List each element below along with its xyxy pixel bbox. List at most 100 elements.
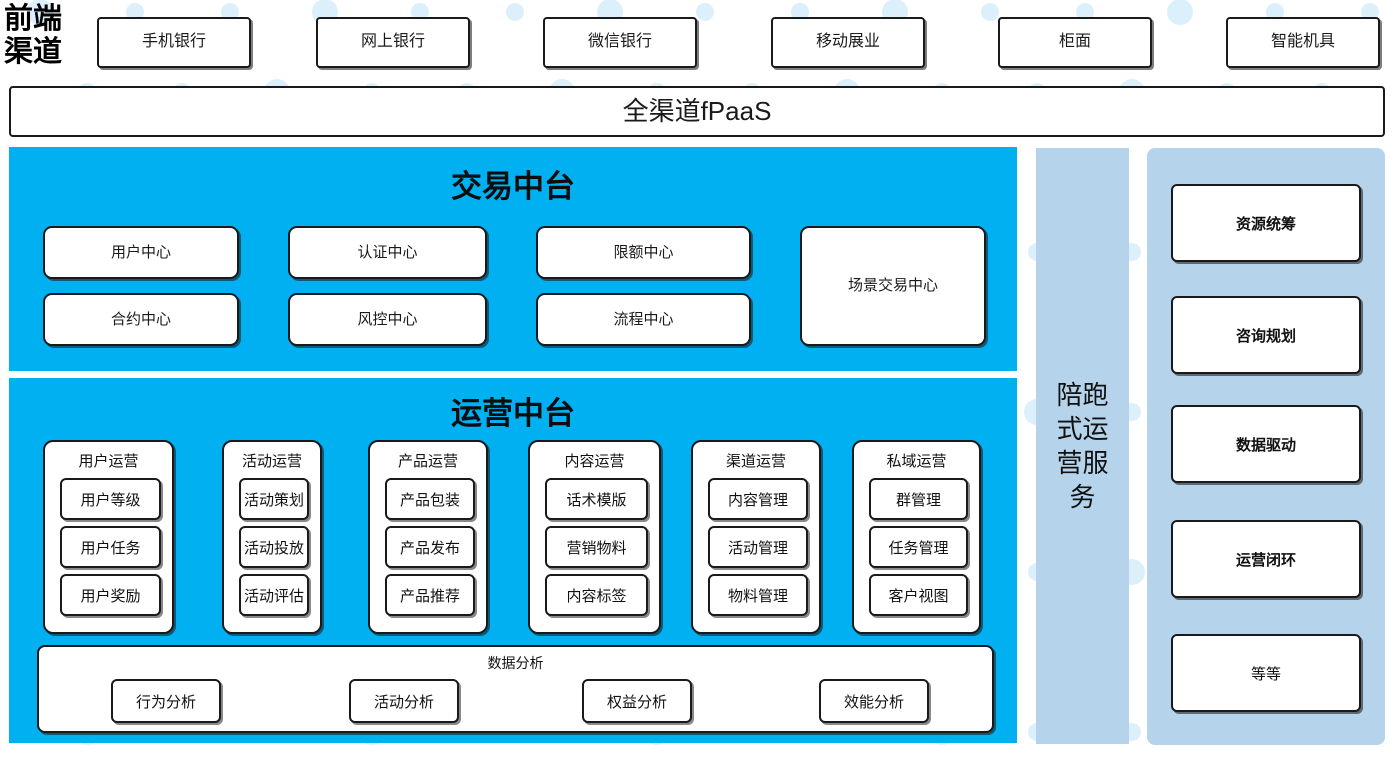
service-card-label: 数据驱动 (1235, 436, 1296, 454)
ops-group-5: 渠道运营内容管理活动管理物料管理 (691, 440, 821, 634)
ops-group-item[interactable]: 内容标签 (545, 574, 648, 616)
data-analytics-title: 数据分析 (487, 655, 544, 671)
ops-group-item-label: 群管理 (895, 491, 941, 509)
trade-center-tile-6[interactable]: 流程中心 (536, 293, 751, 346)
trade-center-tile-label: 认证中心 (357, 243, 418, 261)
accompanying-service-label: 陪跑式运营服务 (1056, 380, 1109, 512)
ops-group-item[interactable]: 用户奖励 (60, 574, 161, 616)
trade-center-tile-5[interactable]: 风控中心 (288, 293, 487, 346)
ops-group-item[interactable]: 群管理 (869, 478, 968, 520)
ops-group-2: 活动运营活动策划活动投放活动评估 (222, 440, 322, 634)
trade-center-tile-7[interactable]: 场景交易中心 (800, 226, 986, 346)
front-channel-label-line-1: 前端 (4, 3, 63, 35)
channel-chip-3[interactable]: 微信银行 (543, 17, 697, 68)
ops-group-item-label: 活动策划 (243, 491, 304, 509)
ops-group-item[interactable]: 活动投放 (239, 526, 309, 568)
channel-chip-label: 网上银行 (360, 33, 425, 51)
ops-group-item[interactable]: 物料管理 (708, 574, 808, 616)
ops-group-title: 活动运营 (241, 453, 302, 470)
ops-group-item-label: 产品推荐 (399, 587, 460, 605)
ops-group-item-label: 用户等级 (80, 491, 141, 509)
ops-group-item[interactable]: 活动策划 (239, 478, 309, 520)
service-card-label: 资源统筹 (1235, 215, 1296, 233)
channel-chip-label: 微信银行 (587, 33, 652, 51)
trade-center-tile-label: 用户中心 (110, 243, 171, 261)
data-analytics-item-label: 活动分析 (373, 693, 434, 711)
data-analytics-panel: 数据分析 行为分析 活动分析 权益分析 效能分析 (37, 645, 994, 733)
channel-chip-2[interactable]: 网上银行 (316, 17, 470, 68)
ops-group-item-label: 产品发布 (399, 539, 460, 557)
front-channel-label: 前端 渠道 (4, 3, 90, 69)
trade-center-tile-3[interactable]: 限额中心 (536, 226, 751, 279)
channel-chip-6[interactable]: 智能机具 (1226, 17, 1380, 68)
front-channel-label-line-2: 渠道 (4, 36, 63, 68)
ops-center-title: 运营中台 (451, 396, 575, 431)
service-card-label: 等等 (1250, 665, 1281, 683)
ops-group-item[interactable]: 客户视图 (869, 574, 968, 616)
ops-group-1: 用户运营用户等级用户任务用户奖励 (43, 440, 174, 634)
ops-group-item[interactable]: 活动管理 (708, 526, 808, 568)
fpaas-label: 全渠道fPaaS (622, 95, 772, 126)
channel-chip-5[interactable]: 柜面 (998, 17, 1152, 68)
ops-group-title: 渠道运营 (725, 453, 786, 470)
ops-group-item[interactable]: 营销物料 (545, 526, 648, 568)
ops-group-item-label: 活动投放 (243, 539, 304, 557)
ops-group-item[interactable]: 用户等级 (60, 478, 161, 520)
ops-group-item-label: 话术模版 (566, 491, 627, 509)
trade-center-tile-2[interactable]: 认证中心 (288, 226, 487, 279)
service-card-2[interactable]: 咨询规划 (1171, 296, 1361, 374)
trade-center-tile-label: 场景交易中心 (847, 277, 938, 295)
accompanying-service-column: 陪跑式运营服务 (1036, 148, 1129, 744)
ops-group-item-label: 客户视图 (888, 587, 949, 605)
trade-center-tile-1[interactable]: 用户中心 (43, 226, 239, 279)
ops-group-item[interactable]: 产品推荐 (385, 574, 475, 616)
ops-group-title: 用户运营 (78, 453, 139, 470)
ops-group-item[interactable]: 话术模版 (545, 478, 648, 520)
ops-group-item[interactable]: 产品发布 (385, 526, 475, 568)
trade-center-title: 交易中台 (451, 169, 575, 204)
data-analytics-item-1[interactable]: 行为分析 (111, 679, 221, 723)
service-card-5[interactable]: 等等 (1171, 634, 1361, 712)
channel-chip-4[interactable]: 移动展业 (771, 17, 925, 68)
channel-chip-1[interactable]: 手机银行 (97, 17, 251, 68)
ops-group-item[interactable]: 活动评估 (239, 574, 309, 616)
trade-center-tile-4[interactable]: 合约中心 (43, 293, 239, 346)
fpaas-bar[interactable]: 全渠道fPaaS (9, 86, 1385, 137)
service-card-label: 运营闭环 (1235, 551, 1296, 569)
ops-group-item-label: 内容管理 (727, 491, 788, 509)
service-card-1[interactable]: 资源统筹 (1171, 184, 1361, 262)
ops-group-item[interactable]: 产品包装 (385, 478, 475, 520)
trade-center-tile-label: 合约中心 (110, 310, 171, 328)
channel-chip-label: 柜面 (1058, 33, 1091, 51)
data-analytics-item-4[interactable]: 效能分析 (819, 679, 929, 723)
ops-group-6: 私域运营群管理任务管理客户视图 (852, 440, 981, 634)
service-cards-column: 资源统筹咨询规划数据驱动运营闭环等等 (1147, 148, 1385, 745)
ops-group-item[interactable]: 任务管理 (869, 526, 968, 568)
channel-chip-label: 手机银行 (141, 33, 206, 51)
data-analytics-item-label: 权益分析 (606, 693, 667, 711)
service-card-label: 咨询规划 (1235, 327, 1296, 345)
data-analytics-item-2[interactable]: 活动分析 (349, 679, 459, 723)
data-analytics-item-3[interactable]: 权益分析 (582, 679, 692, 723)
ops-group-title: 私域运营 (886, 453, 947, 470)
data-analytics-item-label: 行为分析 (135, 693, 196, 711)
ops-group-title: 产品运营 (397, 453, 458, 470)
ops-group-item[interactable]: 用户任务 (60, 526, 161, 568)
ops-group-title: 内容运营 (564, 453, 625, 470)
trade-center-tile-label: 流程中心 (613, 310, 674, 328)
trade-center-tile-label: 限额中心 (613, 243, 674, 261)
ops-group-item-label: 内容标签 (566, 587, 627, 605)
ops-group-item-label: 物料管理 (727, 587, 788, 605)
ops-group-item-label: 产品包装 (399, 491, 460, 509)
ops-group-item-label: 活动管理 (727, 539, 788, 557)
ops-group-item-label: 任务管理 (888, 539, 949, 557)
service-card-3[interactable]: 数据驱动 (1171, 405, 1361, 483)
ops-group-item-label: 营销物料 (566, 539, 627, 557)
ops-group-item[interactable]: 内容管理 (708, 478, 808, 520)
channel-chip-label: 移动展业 (815, 33, 880, 51)
data-analytics-item-label: 效能分析 (843, 693, 904, 711)
ops-group-4: 内容运营话术模版营销物料内容标签 (528, 440, 661, 634)
channel-chip-label: 智能机具 (1270, 33, 1335, 51)
service-card-4[interactable]: 运营闭环 (1171, 520, 1361, 598)
trade-center-tile-label: 风控中心 (357, 310, 418, 328)
